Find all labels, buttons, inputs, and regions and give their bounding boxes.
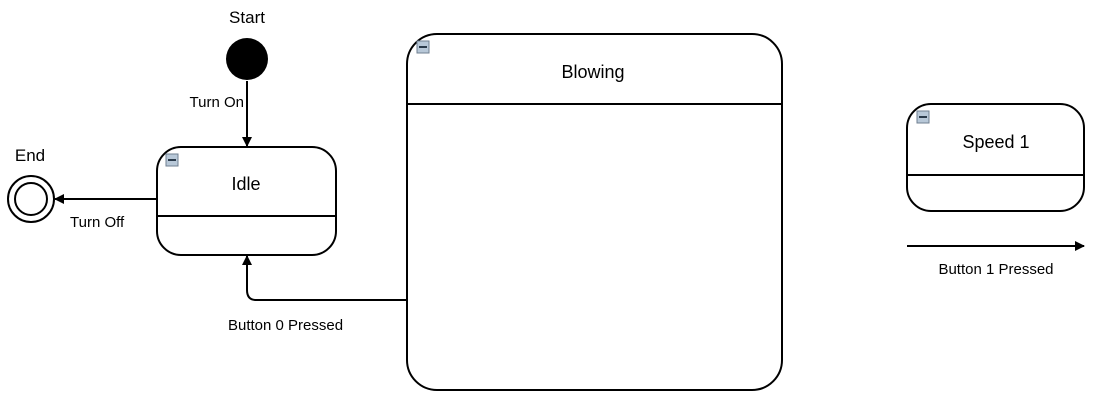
state-speed1[interactable]: Speed 1	[906, 103, 1085, 212]
state-idle[interactable]: Idle	[156, 146, 337, 256]
start-label: Start	[229, 8, 265, 27]
idle-label: Idle	[231, 174, 260, 194]
turn-on-label: Turn On	[190, 94, 244, 111]
transition-button0[interactable]: Button 0 Pressed	[228, 255, 407, 334]
start-circle	[226, 38, 268, 80]
turn-off-label: Turn Off	[70, 214, 125, 231]
collapse-icon[interactable]	[916, 110, 930, 124]
blowing-box	[406, 33, 783, 391]
start-node[interactable]: Start	[226, 8, 268, 80]
collapse-icon[interactable]	[416, 40, 430, 54]
idle-box	[156, 146, 337, 256]
transition-turn-on[interactable]: Turn On	[190, 81, 252, 147]
end-inner-circle	[14, 182, 48, 216]
transition-button1[interactable]: Button 1 Pressed	[907, 241, 1085, 278]
button1-label: Button 1 Pressed	[938, 261, 1053, 278]
transition-turn-off[interactable]: Turn Off	[54, 194, 157, 231]
button0-label: Button 0 Pressed	[228, 317, 343, 334]
blowing-label: Blowing	[561, 62, 624, 82]
state-blowing[interactable]: Blowing	[406, 33, 783, 391]
speed1-label: Speed 1	[962, 132, 1029, 152]
end-label: End	[15, 146, 45, 165]
speed1-box	[906, 103, 1085, 212]
end-node[interactable]: End	[7, 146, 55, 223]
button0-arrow	[242, 255, 407, 301]
collapse-icon[interactable]	[165, 153, 179, 167]
